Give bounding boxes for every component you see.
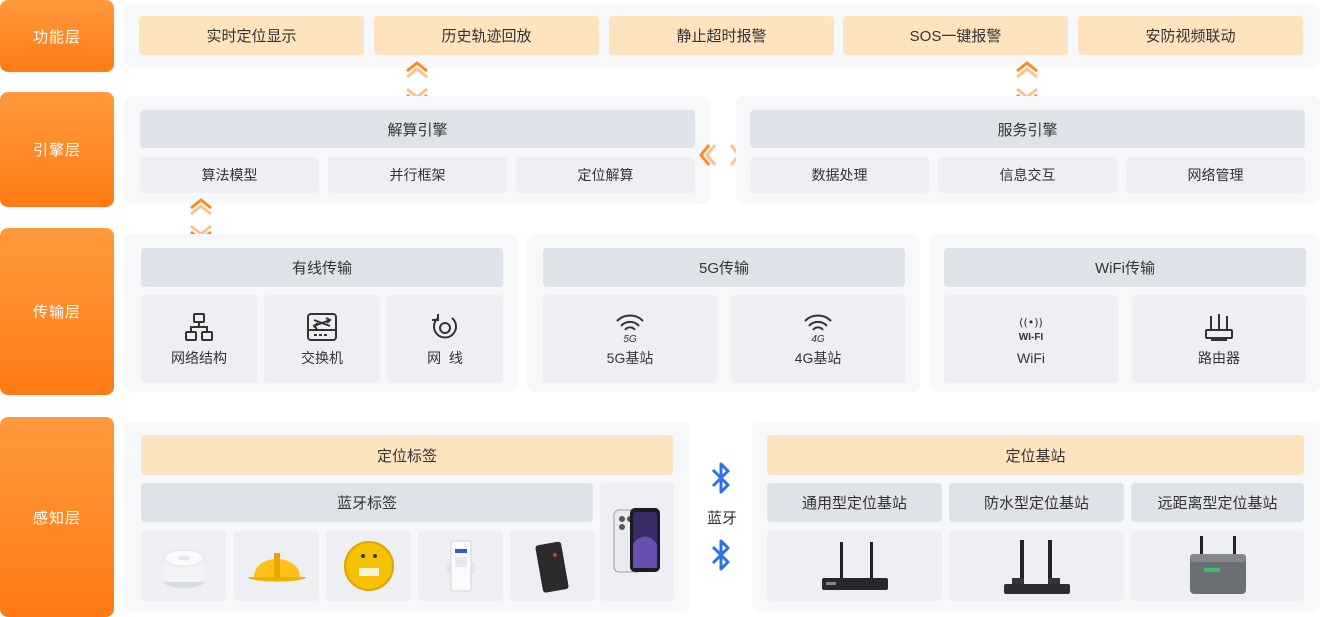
base-station-icon: [821, 542, 888, 590]
tag-device-yellow-disc: [326, 531, 411, 601]
wifi-card: ((•)) WI-FI WiFi: [944, 295, 1118, 383]
5g-card: 5G 5G基站: [543, 295, 717, 383]
svg-text:4G: 4G: [811, 334, 825, 343]
solve-engine-item: 算法模型: [140, 157, 319, 193]
tag-device-black-card: [510, 531, 595, 601]
round-beacon-icon: [163, 549, 204, 588]
long-range-station-icon: [1189, 536, 1246, 594]
station-type: 防水型定位基站: [949, 483, 1124, 522]
tag-device-phone: [600, 483, 674, 601]
helmet-icon: [247, 553, 306, 582]
wired-card-cable: 网 线: [387, 295, 503, 383]
tag-device-helmet: [234, 531, 319, 601]
function-item: 实时定位显示: [139, 16, 364, 55]
service-engine-title: 服务引擎: [750, 110, 1305, 148]
layer-label-transport: 传输层: [0, 228, 114, 395]
5g-signal-icon: 5G: [614, 310, 646, 344]
function-item: 安防视频联动: [1078, 16, 1303, 55]
layer-label-text: 引擎层: [32, 142, 81, 159]
4g-signal-icon: 4G: [802, 310, 834, 344]
station-title: 定位基站: [767, 435, 1304, 475]
station-type: 远距离型定位基站: [1131, 483, 1304, 522]
tag-title: 定位标签: [141, 435, 673, 475]
rail-module-icon: [446, 540, 475, 592]
layer-label-engine: 引擎层: [0, 92, 114, 207]
svg-text:WI-FI: WI-FI: [1019, 332, 1044, 343]
solve-engine-item: 定位解算: [516, 157, 695, 193]
cable-icon: [430, 310, 460, 344]
switch-icon: [306, 310, 338, 344]
svg-text:5G: 5G: [623, 334, 637, 343]
function-item: SOS一键报警: [843, 16, 1068, 55]
station-device-waterproof: [949, 531, 1124, 601]
wifi-title: WiFi传输: [944, 248, 1306, 287]
layer-label-text: 功能层: [32, 28, 81, 46]
service-engine-item: 数据处理: [750, 157, 929, 193]
layer-label-text: 感知层: [32, 509, 81, 527]
waterproof-station-icon: [1003, 540, 1070, 594]
card-label: 网络结构: [171, 350, 227, 366]
svg-text:((•)): ((•)): [1019, 316, 1043, 329]
station-device-long-range: [1131, 531, 1304, 601]
wired-card-switch: 交换机: [264, 295, 380, 383]
service-engine-item: 信息交互: [938, 157, 1117, 193]
solve-engine-item: 并行框架: [328, 157, 507, 193]
black-card-tag-icon: [535, 541, 569, 593]
wired-title: 有线传输: [141, 248, 503, 287]
function-item: 历史轨迹回放: [374, 16, 599, 55]
router-card: 路由器: [1132, 295, 1306, 383]
card-label: 4G基站: [794, 350, 842, 366]
tag-device-round-white: [141, 531, 226, 601]
card-label: WiFi: [1017, 350, 1045, 366]
service-engine-item: 网络管理: [1126, 157, 1305, 193]
card-label: 5G基站: [606, 350, 654, 366]
layer-label-perception: 感知层: [0, 417, 114, 617]
tag-device-rail: [418, 531, 503, 601]
network-structure-icon: [184, 310, 214, 344]
card-label: 交换机: [301, 350, 343, 366]
router-icon: [1203, 310, 1235, 344]
bluetooth-icon: [711, 462, 730, 494]
wired-card-network: 网络结构: [141, 295, 257, 383]
layer-label-function: 功能层: [0, 0, 114, 72]
station-device-general: [767, 531, 942, 601]
card-label: 网 线: [427, 350, 463, 366]
4g-card: 4G 4G基站: [731, 295, 905, 383]
card-label: 路由器: [1198, 350, 1240, 366]
yellow-tag-icon: [343, 541, 394, 591]
bluetooth-icon: [711, 539, 730, 571]
bluetooth-tag-title: 蓝牙标签: [141, 483, 593, 522]
station-type: 通用型定位基站: [767, 483, 942, 522]
function-item: 静止超时报警: [609, 16, 834, 55]
5g-title: 5G传输: [543, 248, 905, 287]
smartphone-icon: [613, 508, 660, 573]
bluetooth-label: 蓝牙: [706, 510, 737, 527]
layer-label-text: 传输层: [32, 304, 81, 321]
solve-engine-title: 解算引擎: [140, 110, 695, 148]
wifi-icon: ((•)) WI-FI: [1011, 312, 1051, 346]
